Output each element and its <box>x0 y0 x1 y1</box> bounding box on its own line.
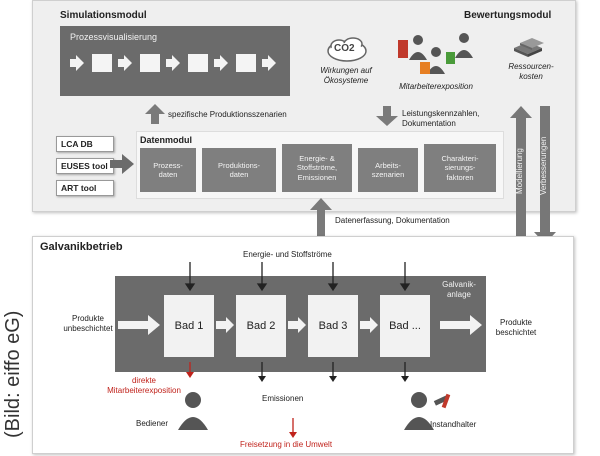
wirkungen-label: Wirkungen auf Ökosysteme <box>320 66 372 85</box>
worker-figures-icon <box>398 33 473 74</box>
bediener-person-icon <box>178 392 208 430</box>
db-tag-art: ART tool <box>56 180 114 196</box>
bath-arrow-2 <box>288 317 306 333</box>
output-products-label: Produkte beschichtet <box>495 318 537 337</box>
daten-box-prozessdaten: Prozess- daten <box>140 148 196 192</box>
co2-label: CO2 <box>334 43 355 54</box>
daten-box-charakterisierung: Charakteri- sierungs- faktoren <box>424 144 496 192</box>
simulationsmodul-title: Simulationsmodul <box>60 10 147 21</box>
bath-3: Bad 3 <box>308 295 358 357</box>
tools-icon <box>433 393 451 409</box>
datenerfassung-up-arrow <box>310 198 332 242</box>
bath-arrow-3 <box>360 317 378 333</box>
verbesserungen-label: Verbesserungen <box>539 136 548 196</box>
szenarien-label: spezifische Produktionsszenarien <box>168 110 287 119</box>
bath-2: Bad 2 <box>236 295 286 357</box>
instandhalter-person-icon <box>404 392 434 430</box>
energy-input-arrows <box>184 262 411 292</box>
co2-cloud-icon <box>327 37 367 62</box>
galvanikanlage-label: Galvanik- anlage <box>442 280 476 299</box>
verbesserungen-down-arrow <box>534 106 556 244</box>
modellierung-up-arrow <box>510 106 532 244</box>
db-to-datenmodul-arrow <box>110 154 134 174</box>
db-tag-lca: LCA DB <box>56 136 114 152</box>
datenerfassung-label: Datenerfassung, Dokumentation <box>335 216 450 225</box>
freisetzung-arrow <box>289 418 297 438</box>
emission-arrows <box>186 362 409 382</box>
ressourcenkosten-label: Ressourcen- kosten <box>508 62 554 81</box>
modellierung-label: Modellierung <box>515 148 524 194</box>
output-products-arrow <box>440 315 482 335</box>
datenmodul-title: Datenmodul <box>140 135 193 145</box>
bath-n: Bad ... <box>380 295 430 357</box>
bath-arrow-1 <box>216 317 234 333</box>
process-chain-graphic <box>70 54 276 72</box>
daten-box-arbeitsszenarien: Arbeits- szenarien <box>358 148 418 192</box>
up-arrow-szenarien <box>145 104 165 124</box>
energie-stoffstroeme-label: Energie- und Stoffströme <box>243 250 332 259</box>
bewertungsmodul-title: Bewertungsmodul <box>464 10 552 21</box>
daten-box-energie: Energie- & Stoffströme, Emissionen <box>282 144 352 192</box>
db-tag-euses: EUSES tool <box>56 158 114 174</box>
instandhalter-label: Instandhalter <box>430 420 477 429</box>
exposition-label: direkte Mitarbeiterexposition <box>107 376 181 395</box>
bediener-label: Bediener <box>136 419 169 428</box>
galvanikbetrieb-title: Galvanikbetrieb <box>40 241 123 253</box>
input-products-label: Produkte unbeschichtet <box>63 314 113 333</box>
freisetzung-label: Freisetzung in die Umwelt <box>240 440 333 449</box>
image-credit: (Bild: eiffo eG) <box>2 310 24 438</box>
mitarbeiterexposition-label: Mitarbeiterexposition <box>399 82 473 91</box>
bath-1: Bad 1 <box>164 295 214 357</box>
emissionen-label: Emissionen <box>262 394 304 403</box>
down-arrow-kennzahlen <box>376 106 398 126</box>
daten-box-produktionsdaten: Produktions- daten <box>202 148 276 192</box>
coins-icon <box>514 38 544 57</box>
kennzahlen-label: Leistungskennzahlen, Dokumentation <box>402 109 480 128</box>
input-products-arrow <box>118 315 160 335</box>
prozessvisualisierung-title: Prozessvisualisierung <box>70 32 158 42</box>
